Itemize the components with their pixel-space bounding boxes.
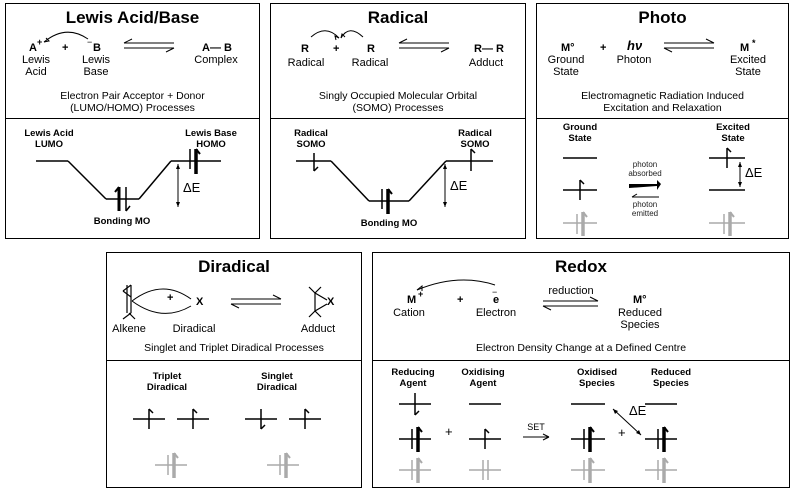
- radical-divider: [271, 118, 525, 119]
- photo-eq-star: *: [752, 38, 756, 48]
- diradical-title: Diradical: [198, 257, 270, 276]
- photo-eq-plus: +: [600, 42, 607, 54]
- photo-excited-mo-label: Excited State: [716, 122, 750, 144]
- photo-eq-m: M°: [561, 42, 575, 54]
- radical-bonding-mo-label: Bonding MO: [360, 218, 418, 229]
- photo-panel: Photo M° + hν M * Ground State Photon Ex…: [536, 3, 789, 239]
- redox-panel: Redox M + + e − reduction M° Cation Elec…: [372, 252, 790, 488]
- diradical-eq-x-adduct: X: [327, 296, 335, 308]
- lewis-bonding-mo-label: Bonding MO: [93, 216, 151, 227]
- lewis-mo-diagram: [36, 148, 221, 212]
- photo-ground-mo-label: Ground State: [562, 122, 598, 144]
- radical-label-1: Radical: [287, 57, 325, 69]
- redox-description: Electron Density Change at a Defined Cen…: [475, 342, 687, 354]
- radical-description: Singly Occupied Molecular Orbital (SOMO)…: [318, 90, 478, 114]
- radical-panel: Radical R + R R— R Radical Radical Adduc…: [270, 3, 526, 239]
- diradical-alkene-label: Alkene: [112, 323, 146, 335]
- photo-excited-label: Excited State: [729, 54, 767, 78]
- redox-eq-e-charge: −: [492, 287, 498, 297]
- redox-reduced-species-label: Reduced Species: [650, 367, 692, 389]
- diradical-mo-diagram: [133, 408, 321, 478]
- lewis-eq-plus: +: [62, 42, 69, 54]
- photo-title: Photo: [638, 8, 687, 27]
- lewis-eq-b: B: [93, 42, 101, 54]
- radical-delta-e: ΔE: [450, 178, 468, 193]
- redox-delta-e: ΔE: [629, 403, 647, 418]
- lewis-description: Electron Pair Acceptor + Donor (LUMO/HOM…: [60, 90, 205, 114]
- redox-mo-diagram: [399, 393, 677, 483]
- lewis-acid-mo-label: Lewis Acid LUMO: [24, 128, 74, 150]
- lewis-panel: Lewis Acid/Base A + + B − A— B Lewis Aci…: [5, 3, 260, 239]
- radical-somo-label-2: Radical SOMO: [458, 128, 492, 150]
- redox-eq-e: e: [493, 294, 500, 306]
- lewis-base-label: Lewis Base: [81, 54, 111, 78]
- photo-divider: [537, 118, 788, 119]
- radical-equation-graphics: [310, 30, 450, 53]
- redox-plus-1: +: [445, 424, 453, 439]
- photo-ground-label: Ground State: [547, 54, 585, 78]
- diradical-description: Singlet and Triplet Diradical Processes: [144, 342, 324, 354]
- diradical-divider: [107, 360, 361, 361]
- photo-photon-label: Photon: [616, 54, 652, 66]
- radical-eq-rr: R— R: [474, 43, 504, 55]
- photo-description: Electromagnetic Radiation Induced Excita…: [581, 90, 744, 114]
- lewis-acid-label: Lewis Acid: [21, 54, 51, 78]
- diradical-eq-plus: +: [167, 292, 174, 304]
- photo-absorbed-label: photon absorbed: [628, 160, 662, 178]
- redox-eq-plus: +: [457, 294, 464, 306]
- redox-plus-2: +: [618, 425, 626, 440]
- lewis-eq-a: A: [29, 42, 37, 54]
- redox-electron-label: Electron: [475, 307, 517, 319]
- radical-somo-label-1: Radical SOMO: [294, 128, 328, 150]
- redox-eq-m: M: [407, 294, 417, 306]
- diradical-singlet-label: Singlet Diradical: [256, 371, 298, 393]
- radical-eq-plus: +: [333, 43, 340, 55]
- redox-reduced-label: Reduced Species: [617, 307, 663, 331]
- redox-oxidising-agent-label: Oxidising Agent: [461, 367, 505, 389]
- redox-eq-m-charge: +: [418, 289, 424, 299]
- lewis-complex-label: Complex: [194, 54, 238, 66]
- lewis-divider: [6, 118, 259, 119]
- lewis-base-mo-label: Lewis Base HOMO: [185, 128, 237, 150]
- diradical-triplet-label: Triplet Diradical: [146, 371, 188, 393]
- photo-equation-graphics: [663, 38, 715, 53]
- lewis-delta-e: ΔE: [183, 180, 201, 195]
- redox-set-label: SET: [527, 422, 545, 432]
- radical-eq-r1: R: [301, 43, 309, 55]
- redox-equation-graphics: [416, 279, 599, 311]
- redox-cation-label: Cation: [393, 307, 425, 319]
- redox-divider: [373, 360, 789, 361]
- lewis-title: Lewis Acid/Base: [65, 8, 200, 27]
- diradical-eq-x: X: [196, 296, 204, 308]
- diradical-equation-graphics: [122, 284, 328, 320]
- lewis-equation-graphics: [43, 31, 175, 53]
- diradical-adduct-label: Adduct: [300, 323, 336, 335]
- redox-reduction-label: reduction: [548, 285, 594, 297]
- radical-title: Radical: [367, 8, 429, 27]
- lewis-eq-a-charge: +: [37, 37, 43, 47]
- radical-mo-diagram: [296, 148, 493, 214]
- diradical-diradical-label: Diradical: [172, 323, 216, 335]
- lewis-eq-ab: A— B: [202, 42, 232, 54]
- photo-eq-hv: hν: [627, 38, 643, 53]
- redox-reducing-agent-label: Reducing Agent: [391, 367, 435, 389]
- redox-oxidised-species-label: Oxidised Species: [576, 367, 618, 389]
- photo-eq-mstar: M: [740, 42, 750, 54]
- radical-label-2: Radical: [351, 57, 389, 69]
- radical-adduct-label: Adduct: [468, 57, 504, 69]
- radical-eq-r2: R: [367, 43, 375, 55]
- redox-title: Redox: [555, 257, 607, 276]
- redox-eq-m0: M°: [633, 294, 647, 306]
- lewis-eq-b-charge: −: [87, 37, 93, 47]
- photo-delta-e: ΔE: [745, 165, 763, 180]
- photo-emitted-label: photon emitted: [631, 200, 659, 218]
- photo-mo-diagram: [563, 147, 745, 236]
- diradical-panel: Diradical + X X Alkene Diradical Adduct …: [106, 252, 362, 488]
